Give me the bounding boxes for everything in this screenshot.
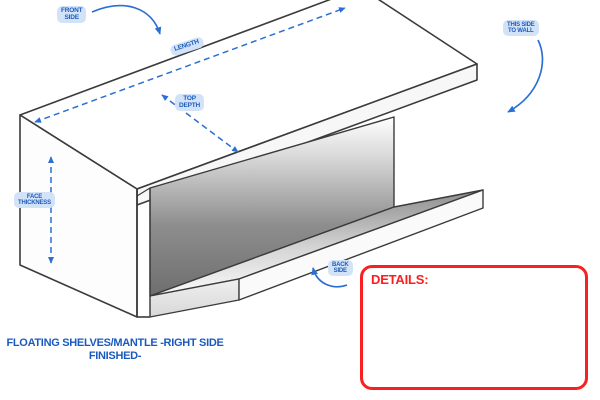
page-title: FLOATING SHELVES/MANTLE -RIGHT SIDE FINI…: [6, 337, 224, 362]
back-side-arrow: [311, 267, 348, 288]
details-label: DETAILS:: [371, 272, 429, 287]
carcass-cavity-top-edge: [136, 187, 151, 197]
annotation-layer: [34, 4, 544, 288]
bottom-shelf-right-edge: [238, 189, 484, 301]
callout-this-side-to-wall: THIS SIDE TO WALL: [503, 20, 539, 36]
callout-top-depth: TOP DEPTH: [175, 94, 205, 111]
this-side-to-wall-arrow: [507, 39, 544, 113]
callout-back-side: BACK SIDE: [328, 260, 353, 276]
details-box[interactable]: DETAILS:: [360, 265, 588, 390]
front-side-arrow: [91, 4, 162, 35]
callout-front-side: FRONT SIDE: [57, 6, 87, 23]
callout-face-thickness: FACE THICKNESS: [14, 192, 55, 208]
length-dimension-line: [34, 7, 346, 123]
top-depth-dimension-line: [161, 94, 239, 153]
